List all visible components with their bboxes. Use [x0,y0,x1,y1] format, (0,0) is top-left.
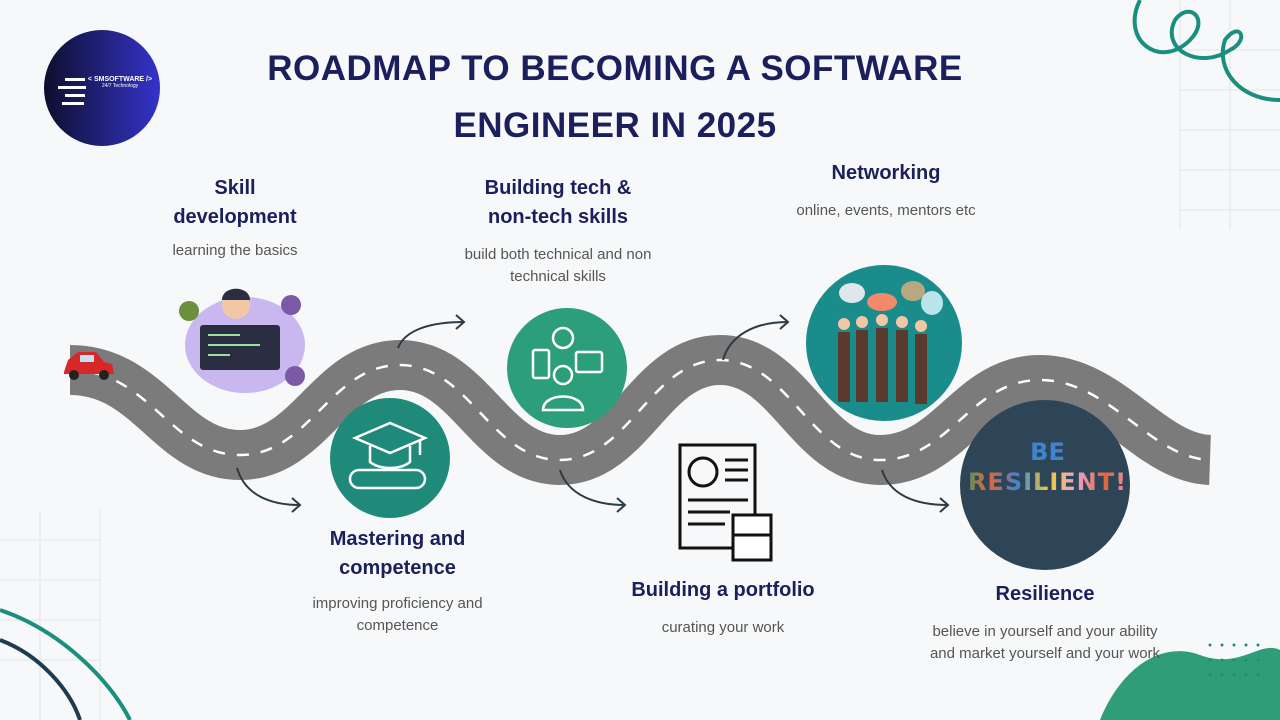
dots-decoration [1208,643,1260,677]
logo-tagline: 24/7 Technology [101,83,139,89]
step-heading: Building a portfolio [631,579,815,601]
blob-decoration [1100,647,1280,720]
be-resilient-text: BE RESILIENT! [960,437,1135,497]
step-portfolio: Building a portfolio curating your work [613,576,833,639]
arrow-icons [236,314,950,513]
swirl-decoration [1132,0,1280,102]
title-line-2: ENGINEER IN 2025 [453,106,777,145]
step-description: believe in yourself and your ability and… [929,623,1161,662]
logo [44,30,160,146]
step-description: build both technical and non technical s… [464,246,652,285]
step-heading: Building tech & non-tech skills [484,177,632,228]
people-icons [838,281,943,404]
step-description: online, events, mentors etc [796,202,976,219]
portfolio-icon [678,443,773,562]
step-description: curating your work [661,619,785,636]
badge-line-2: RESILIENT! [960,467,1135,497]
page-title: ROADMAP TO BECOMING A SOFTWARE ENGINEER … [200,40,1030,154]
step-heading: Mastering and competence [329,528,466,579]
car-icon [64,352,114,380]
step-resilience: Resilience believe in yourself and your … [915,580,1175,665]
badge-line-1: BE [1030,438,1065,466]
logo-mark [58,78,86,105]
step-description: learning the basics [172,242,298,259]
developer-illustration [179,288,305,393]
arc-decoration [0,638,82,720]
logo-text: < SMSOFTWARE /> 24/7 Technology [44,76,164,89]
road [68,334,1213,486]
step-heading: Networking [831,162,941,184]
logo-name: < SMSOFTWARE /> [87,76,153,83]
step-description: improving proficiency and competence [312,595,483,634]
tech-skills-icon [531,326,604,412]
step-tech-skills: Building tech & non-tech skills build bo… [455,174,661,288]
arc-decoration [0,608,132,720]
graduation-icon-circle [330,398,450,518]
step-skill-development: Skill development learning the basics [160,174,310,262]
be-resilient-badge [960,400,1130,570]
graduation-cap-icon [348,421,429,490]
step-networking: Networking online, events, mentors etc [776,159,996,222]
step-heading: Resilience [995,583,1095,605]
title-line-1: ROADMAP TO BECOMING A SOFTWARE [267,49,963,88]
step-heading: Skill development [173,177,297,228]
step-mastering: Mastering and competence improving profi… [300,525,495,637]
